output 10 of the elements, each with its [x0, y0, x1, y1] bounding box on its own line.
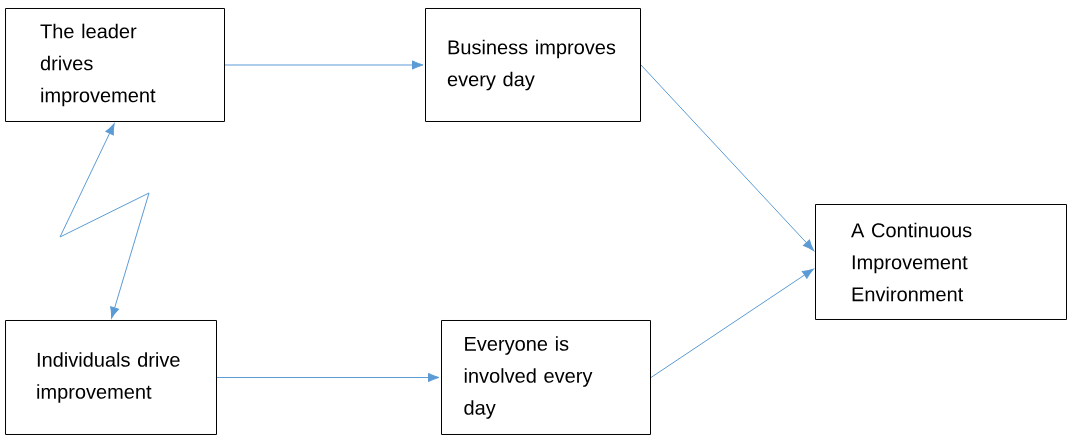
process-box: A Continuous Improvement Environment — [815, 204, 1067, 320]
process-box: Business improves every day — [425, 8, 641, 122]
arrow — [640, 64, 815, 251]
arrow — [59, 123, 150, 319]
process-box: Everyone is involved every day — [441, 320, 651, 435]
process-box: Individuals drive improvement — [5, 320, 217, 435]
arrow — [216, 372, 440, 383]
process-box: The leader drives improvement — [5, 8, 225, 122]
arrow — [224, 60, 424, 70]
arrow — [650, 268, 814, 378]
